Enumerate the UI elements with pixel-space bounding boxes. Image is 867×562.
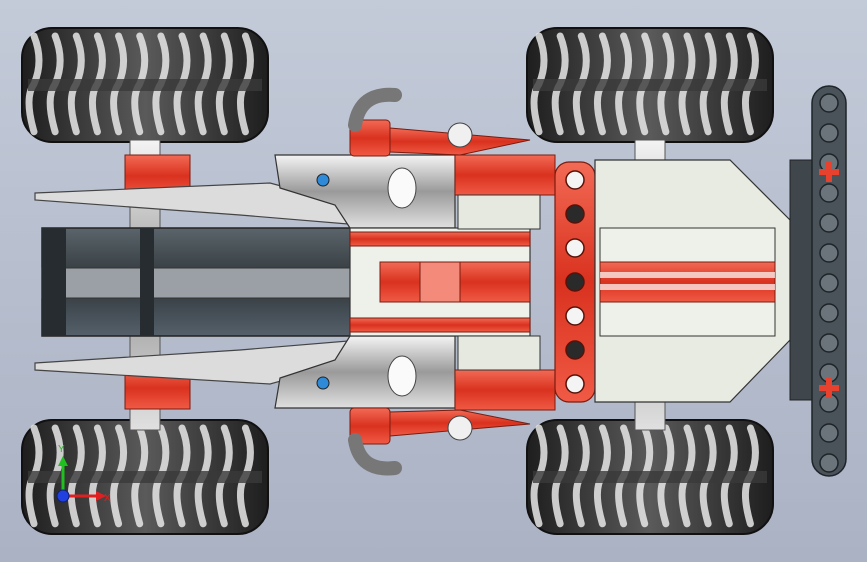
tire-front-bottom [21,419,269,535]
front-blades [34,182,371,385]
red-studded-beam [554,161,596,403]
chassis-beam [41,227,363,337]
center-panels [349,227,531,337]
axis-y-label: Y [58,444,65,455]
side-red-pieces [348,87,556,476]
tires [21,27,774,535]
rear-motor-block [594,159,791,403]
axis-triad: X Y [56,444,111,504]
rear-liftarm [789,85,847,477]
tire-front-top [21,27,269,143]
body-shell [274,154,456,409]
tire-rear-top [526,27,774,143]
axis-x-label: X [104,493,111,504]
tire-rear-bottom [526,419,774,535]
